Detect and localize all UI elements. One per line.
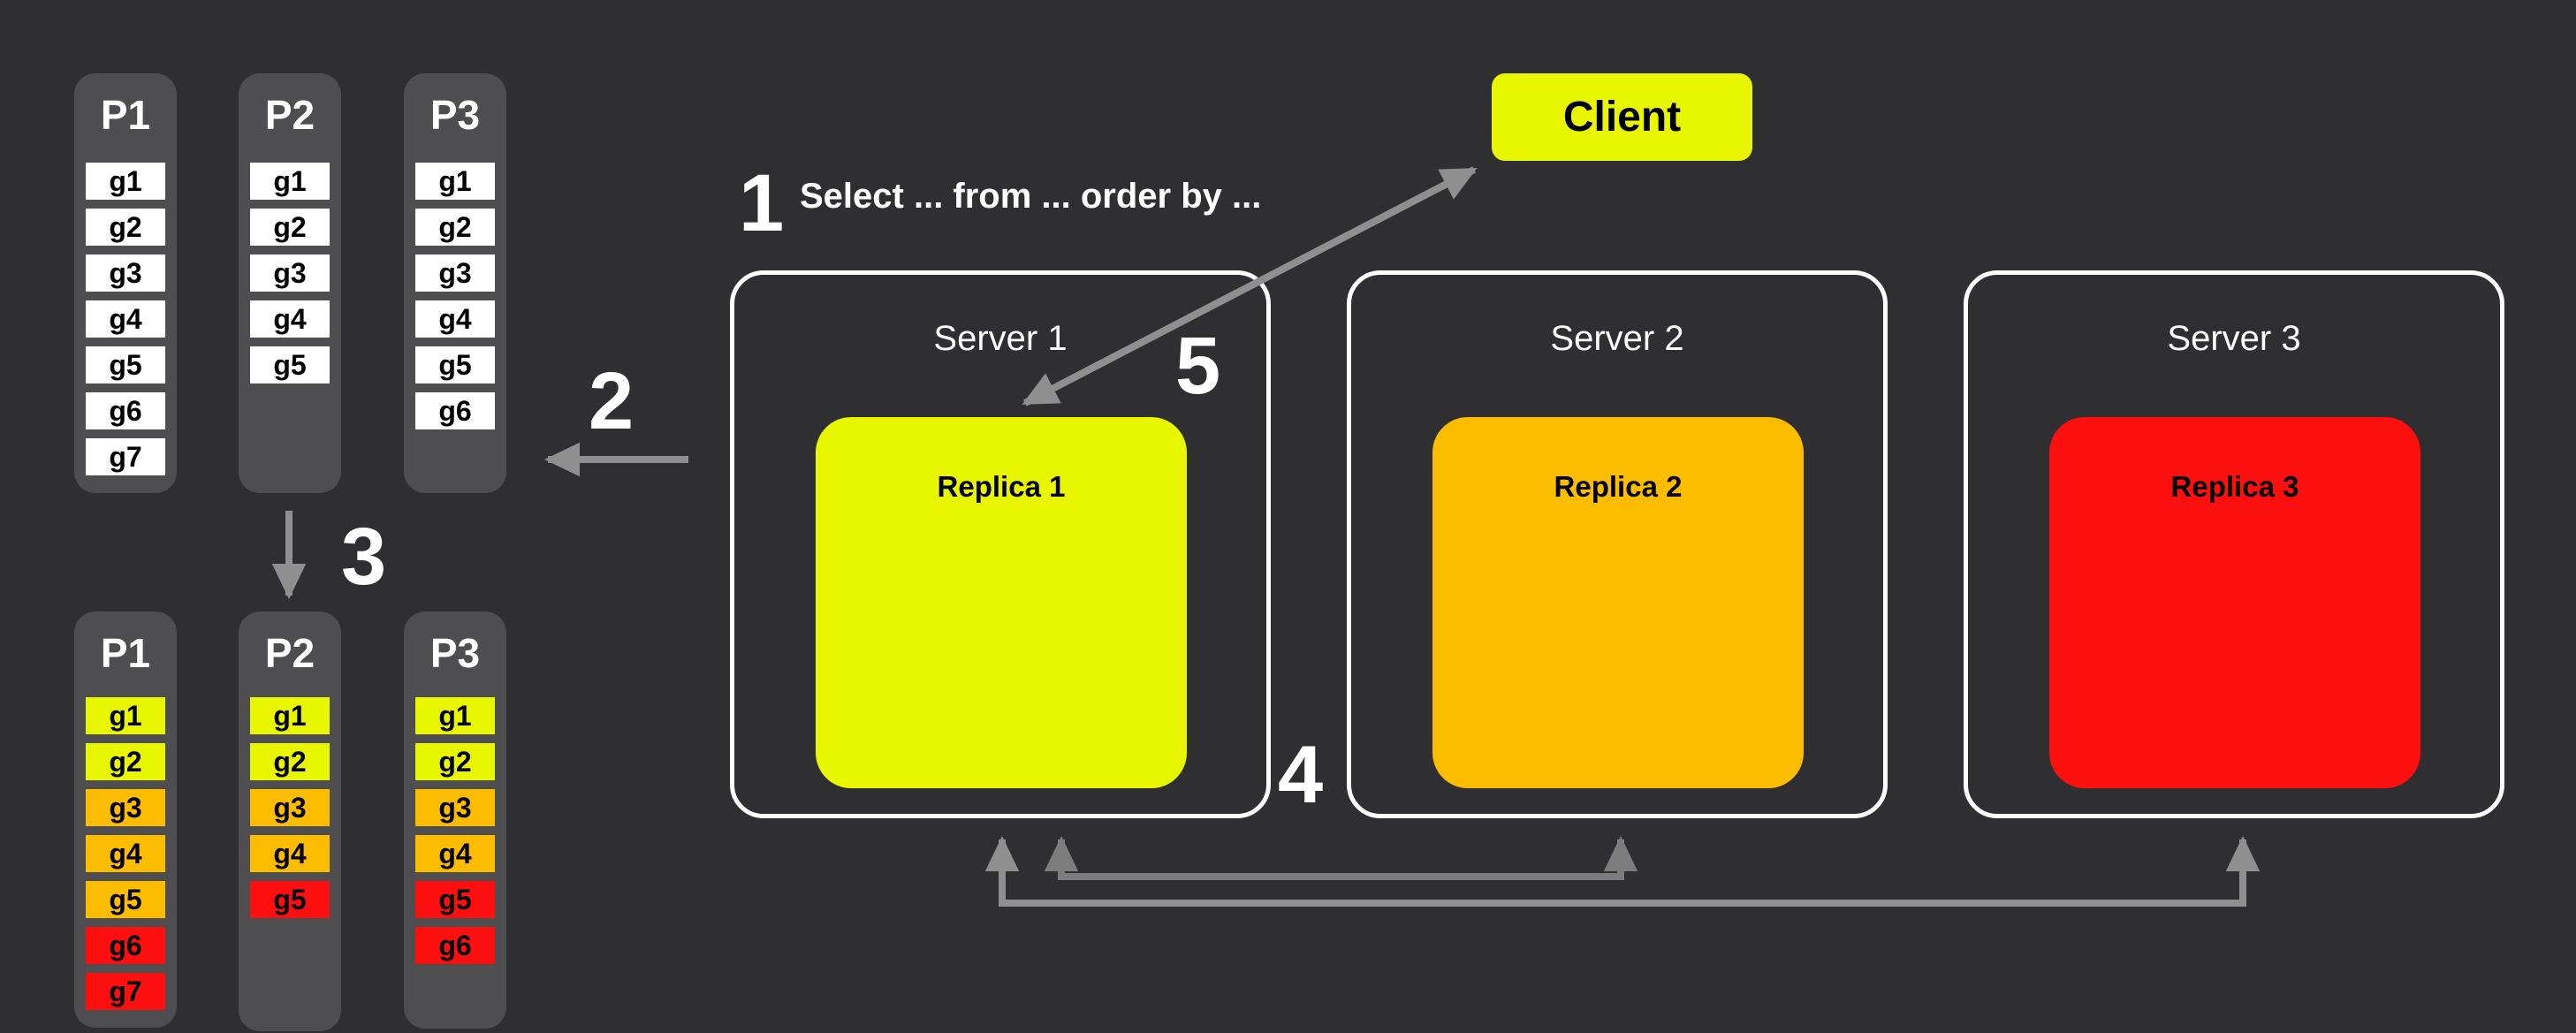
replica-1-box: Replica 1: [816, 417, 1187, 788]
partition-column-bottom-p2: P2 g1 g2 g3 g4 g5: [239, 611, 341, 1031]
replica-label: Replica 1: [937, 470, 1066, 503]
partition-cells: g1 g2 g3 g4 g5 g6 g7: [86, 697, 165, 1019]
server-2-box: Server 2 Replica 2: [1347, 270, 1888, 818]
partition-cell: g6: [415, 392, 495, 429]
partition-cell: g4: [250, 835, 330, 872]
replica-2-box: Replica 2: [1432, 417, 1804, 788]
partition-cell: g3: [415, 789, 495, 826]
partition-cells: g1 g2 g3 g4 g5 g6: [415, 163, 495, 438]
step-2-label: 2: [589, 356, 635, 446]
partition-column-top-p3: P3 g1 g2 g3 g4 g5 g6: [404, 73, 506, 493]
partition-cell: g1: [250, 697, 330, 734]
partition-cell: g2: [250, 209, 330, 246]
partition-cells: g1 g2 g3 g4 g5 g6 g7: [86, 163, 165, 484]
server-name: Server 3: [2167, 319, 2301, 358]
replica-label: Replica 2: [1554, 470, 1683, 503]
partition-cell: g3: [250, 254, 330, 292]
partition-cell: g2: [250, 743, 330, 780]
partition-cell: g5: [415, 346, 495, 384]
partition-header: P1: [100, 92, 151, 138]
partition-column-top-p2: P2 g1 g2 g3 g4 g5: [239, 73, 341, 493]
partition-cell: g3: [250, 789, 330, 826]
query-text: Select ... from ... order by ...: [800, 177, 1262, 216]
replication-arrow-server1-server2: [1044, 836, 1638, 880]
partition-cell: g3: [86, 789, 165, 826]
partition-header: P3: [429, 630, 481, 676]
server-3-box: Server 3 Replica 3: [1964, 270, 2504, 818]
partition-cell: g7: [86, 973, 165, 1010]
partition-cell: g2: [415, 209, 495, 246]
partition-cell: g1: [250, 163, 330, 200]
partition-cell: g4: [415, 835, 495, 872]
partition-cell: g1: [86, 697, 165, 734]
replica-label: Replica 3: [2170, 470, 2299, 503]
partition-cell: g1: [415, 697, 495, 734]
partition-header: P2: [264, 92, 315, 138]
partition-cell: g6: [86, 392, 165, 429]
partition-cell: g1: [86, 163, 165, 200]
partition-cell: g5: [250, 881, 330, 918]
partition-column-bottom-p3: P3 g1 g2 g3 g4 g5 g6: [404, 611, 506, 1029]
client-box: Client: [1492, 73, 1752, 161]
partition-cell: g4: [86, 300, 165, 338]
partition-header: P1: [100, 630, 151, 676]
partition-cell: g3: [86, 254, 165, 292]
partition-cell: g1: [415, 163, 495, 200]
partition-cell: g4: [250, 300, 330, 338]
partition-cell: g4: [415, 300, 495, 338]
partition-header: P3: [429, 92, 481, 138]
partition-cell: g3: [415, 254, 495, 292]
replication-arrow-server1-server3: [984, 836, 2261, 907]
partition-cell: g5: [250, 346, 330, 384]
partition-cell: g5: [86, 881, 165, 918]
partition-cell: g2: [415, 743, 495, 780]
client-label: Client: [1562, 94, 1682, 141]
partition-cells: g1 g2 g3 g4 g5: [250, 163, 330, 392]
partition-cell: g6: [86, 927, 165, 964]
step-3-label: 3: [341, 512, 387, 602]
server-1-box: Server 1 Replica 1: [730, 270, 1271, 818]
partition-header: P2: [264, 630, 315, 676]
partition-cells: g1 g2 g3 g4 g5 g6: [415, 697, 495, 973]
partition-column-top-p1: P1 g1 g2 g3 g4 g5 g6 g7: [74, 73, 177, 493]
partition-column-bottom-p1: P1 g1 g2 g3 g4 g5 g6 g7: [74, 611, 177, 1028]
partition-cell: g5: [415, 881, 495, 918]
step-1-label: 1: [739, 158, 785, 248]
replica-3-box: Replica 3: [2049, 417, 2420, 788]
partition-cell: g5: [86, 346, 165, 384]
partition-cell: g7: [86, 438, 165, 475]
partition-cells: g1 g2 g3 g4 g5: [250, 697, 330, 927]
partition-cell: g4: [86, 835, 165, 872]
partition-cell: g6: [415, 927, 495, 964]
server-name: Server 1: [933, 319, 1068, 358]
step-4-label: 4: [1278, 730, 1324, 820]
partition-cell: g2: [86, 743, 165, 780]
server-name: Server 2: [1550, 319, 1684, 358]
partition-cell: g2: [86, 209, 165, 246]
